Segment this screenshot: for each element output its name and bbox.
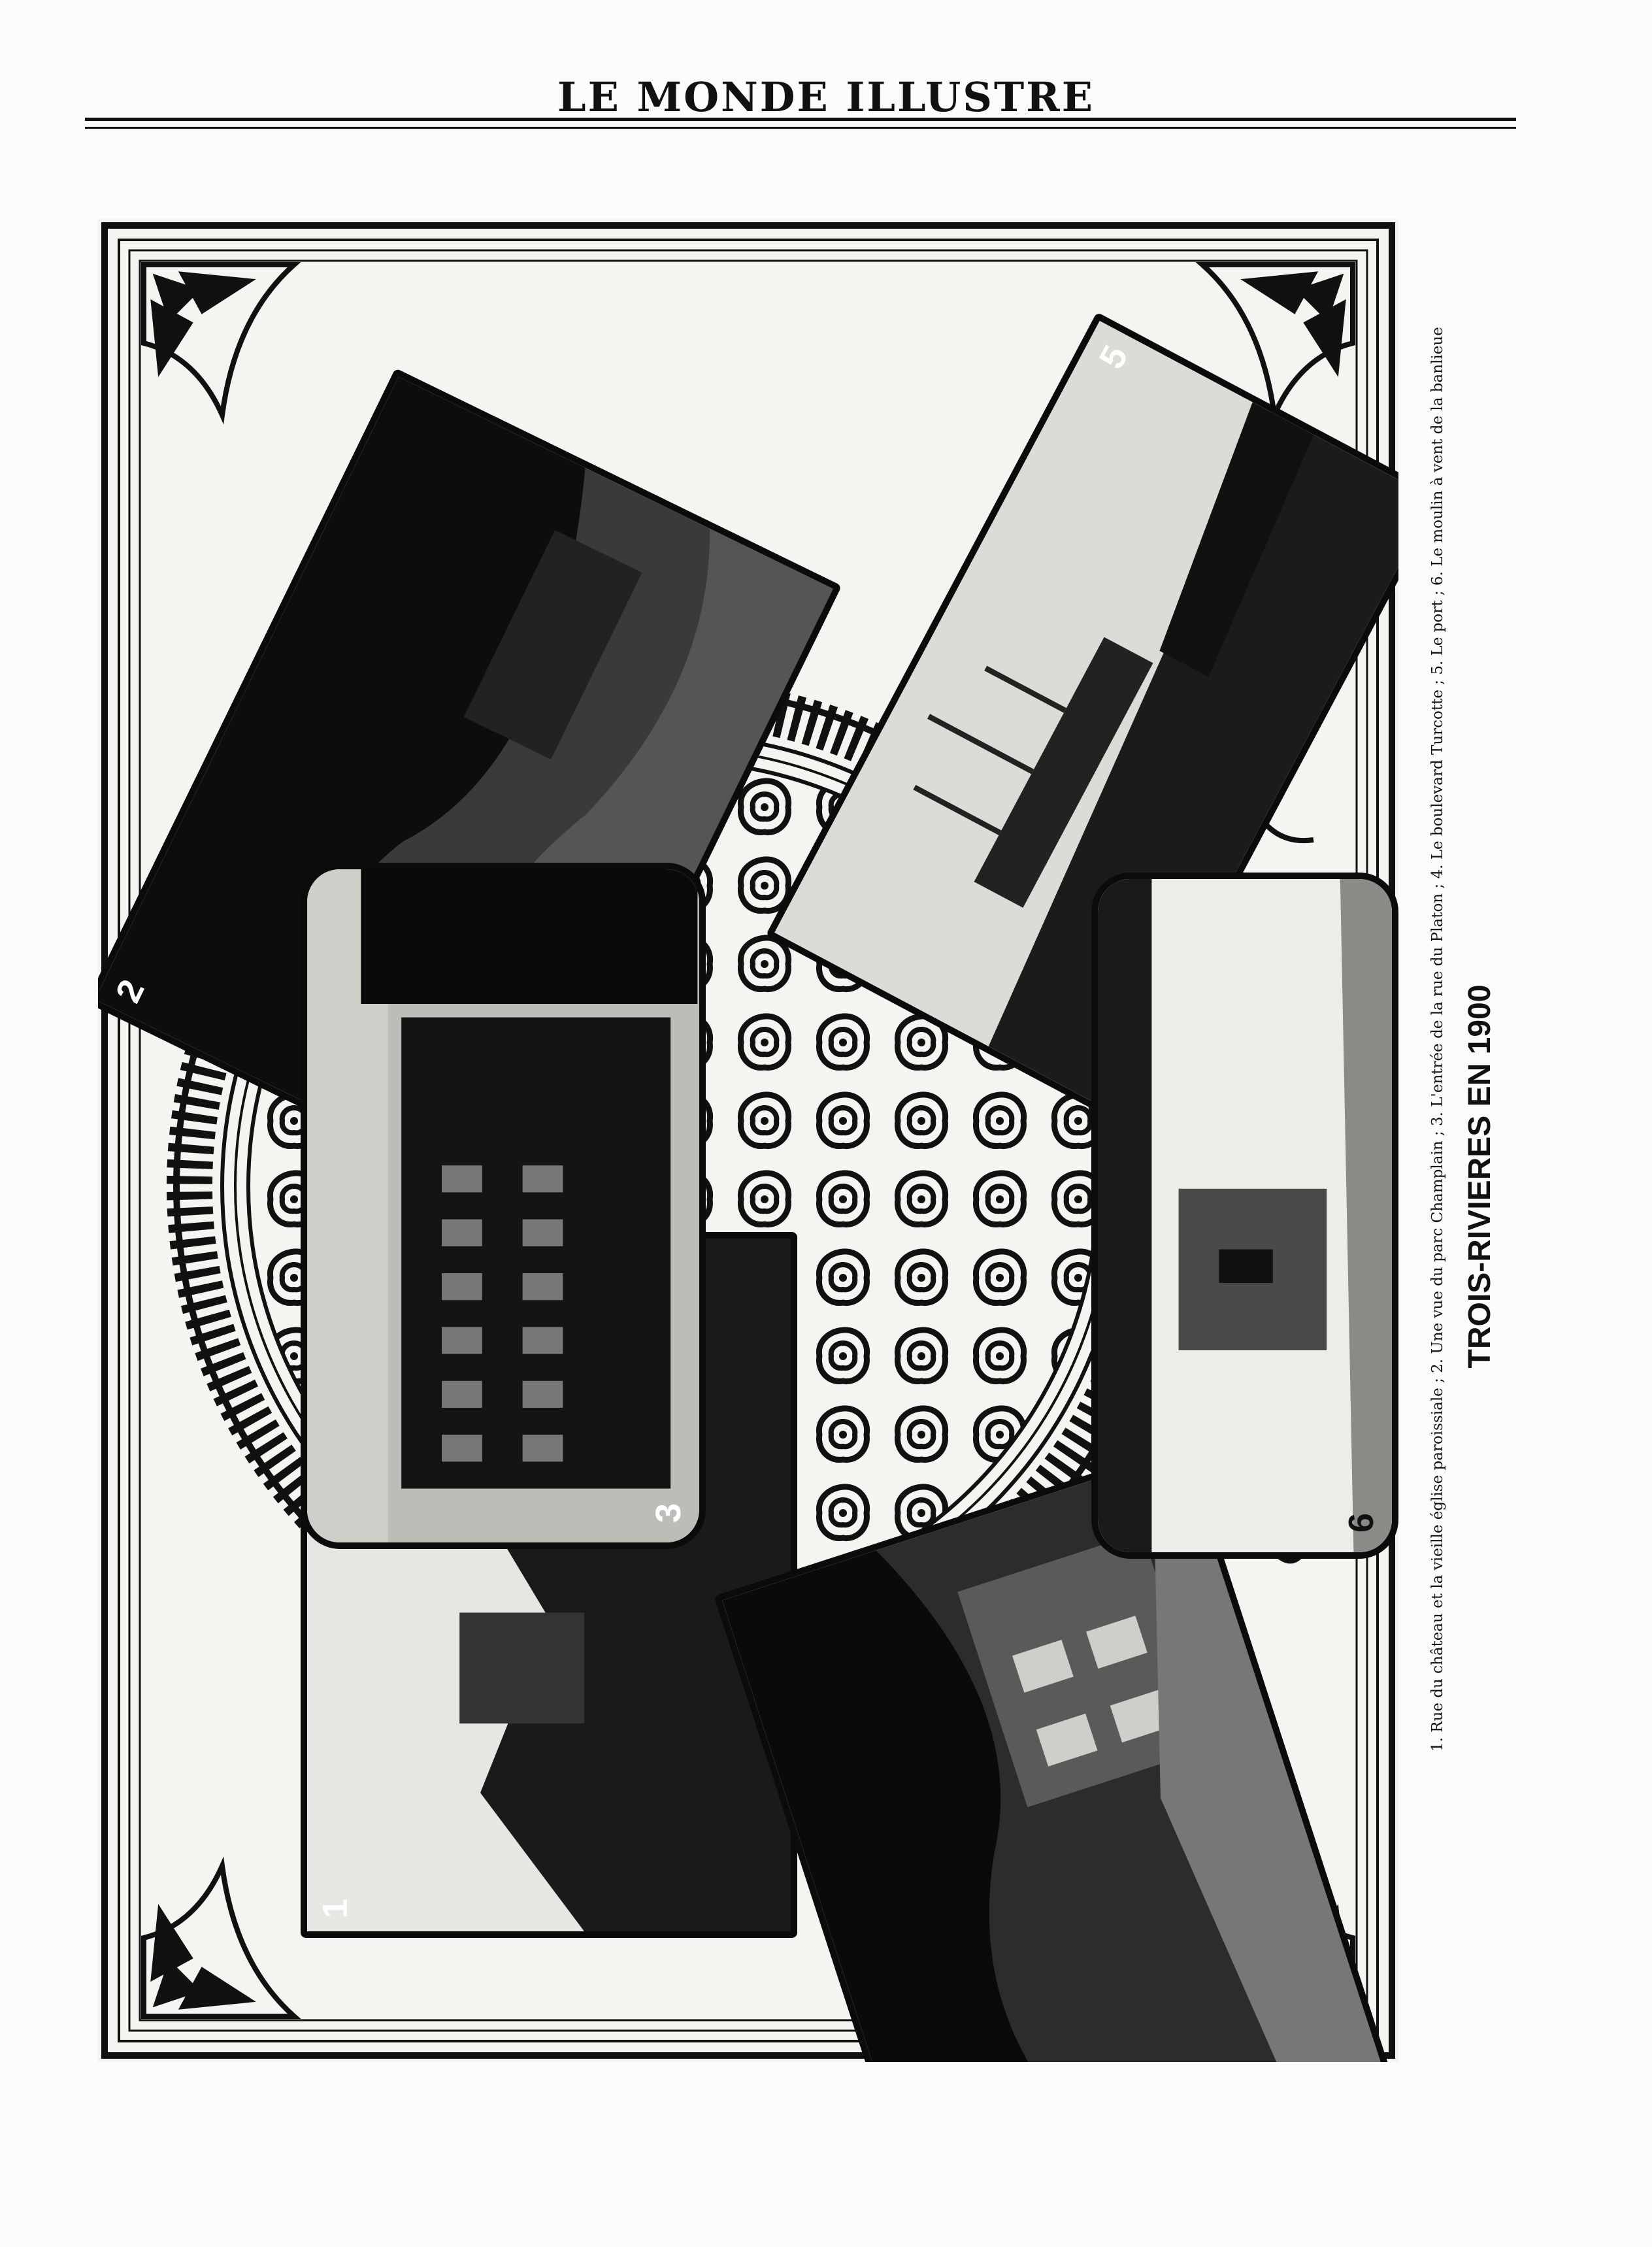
plate-legend: 1. Rue du château et la vieille église p… [1429,327,1446,1752]
masthead-rule-thin [85,127,1516,129]
plate-title: TROIS-RIVIERES EN 1900 [1462,984,1497,1369]
photo-3-image [307,869,706,1542]
masthead: LE MONDE ILLUSTRE [557,73,1095,121]
photo-4-image [722,1450,1384,2062]
masthead-rule [85,118,1516,121]
photo-plate: 1 2 3 [98,219,1398,2062]
photo-3: 3 [301,863,706,1549]
photo-6-image [1098,879,1398,1552]
photo-6-number: 6 [1342,1512,1381,1533]
photo-6: 6 [1091,873,1398,1559]
photo-1-number: 1 [316,1898,355,1918]
photo-4: 4 [714,1442,1391,2062]
photo-3-number: 3 [649,1503,688,1523]
